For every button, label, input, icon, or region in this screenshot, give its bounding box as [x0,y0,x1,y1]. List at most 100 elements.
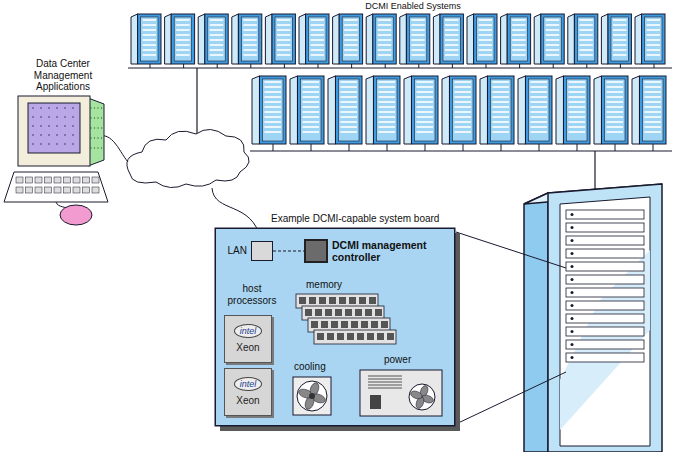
drive-slot [277,19,290,21]
server-tower [366,14,396,64]
drive-slot [445,29,458,31]
drive-slot [606,81,623,83]
texture-dot [32,125,34,127]
drive-slot [302,121,319,123]
unit-light [571,317,574,320]
network-wire [217,64,218,68]
processor-chip: intelXeon [224,368,272,416]
memory-chip [317,333,324,340]
rack-unit [566,262,644,271]
drive-slot [277,34,290,36]
drive-slot [344,34,357,36]
drive-slot [210,54,223,56]
server-tower [299,14,329,64]
drive-slot [302,81,319,83]
texture-dot [32,107,34,109]
drive-slot [378,86,395,88]
key [64,187,71,193]
drive-slot [264,111,281,113]
network-wire [385,64,386,68]
drive-slot [492,126,509,128]
server-tower [265,14,295,64]
drive-slot [416,121,433,123]
drive-slot [210,34,223,36]
rack-unit [566,301,644,310]
drive-slot [647,39,660,41]
drive-slot [512,49,525,51]
drive-slot [606,106,623,108]
server-panel [275,17,292,61]
drive-slot [176,19,189,21]
server-side [442,76,449,144]
drive-slot [302,86,319,88]
drive-slot [647,19,660,21]
vent-slot [368,385,402,386]
drive-slot [264,101,281,103]
texture-dot [94,127,95,128]
server-front [306,14,329,64]
drive-slot [492,91,509,93]
drive-slot [644,126,661,128]
texture-dot [32,134,34,136]
drive-slot [416,111,433,113]
server-panel [241,17,258,61]
memory-chip [339,297,346,304]
vent-slot [368,376,402,377]
network-cloud [127,129,249,187]
drive-slot [579,44,592,46]
rack-door [560,197,650,446]
server-panel [414,79,435,141]
server-front [406,14,429,64]
network-wire [486,64,487,68]
screen [28,103,80,153]
drive-slot [277,44,290,46]
server-panel [566,79,587,141]
fan-housing [293,377,331,415]
drive-slot [644,121,661,123]
key [54,187,61,193]
drive-slot [210,49,223,51]
drive-slot [243,29,256,31]
network-wire [620,64,621,68]
drive-slot [243,24,256,26]
drive-slot [530,101,547,103]
network-wire [501,144,502,151]
drive-slot [302,96,319,98]
server-tower [442,76,476,144]
drive-slot [264,131,281,133]
memory-chip [347,333,354,340]
network-wire [577,144,578,151]
drive-slot [568,91,585,93]
texture-dot [90,137,91,138]
unit-light [571,239,574,242]
server-tower [165,14,195,64]
chip-brand: intel [234,377,263,391]
network-wire [183,64,184,68]
rack-unit [566,275,644,284]
psu-fan [409,384,435,410]
drive-slot [613,19,626,21]
texture-dot [97,127,98,128]
drive-slot [210,24,223,26]
unit-light [571,343,574,346]
server-panel [611,17,628,61]
server-tower [366,76,400,144]
drive-slot [546,49,559,51]
drive-slot [210,44,223,46]
drive-slot [530,86,547,88]
server-panel [376,17,393,61]
drive-slot [210,19,223,21]
unit-light [571,291,574,294]
server-panel [645,17,662,61]
drive-slot [492,81,509,83]
drive-slot [264,86,281,88]
server-panel [490,79,511,141]
drive-slot [411,19,424,21]
drive-slot [378,106,395,108]
memory-chip [387,333,394,340]
drive-slot [176,39,189,41]
drive-slot [512,39,525,41]
texture-dot [72,143,74,145]
